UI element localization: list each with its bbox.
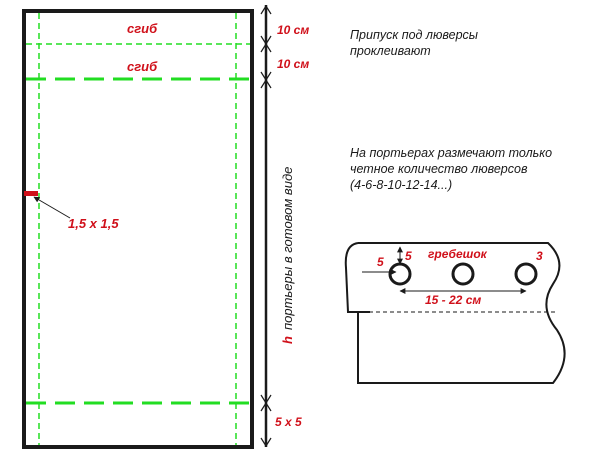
- note-even-line1: На портьерах размечают только: [350, 146, 552, 160]
- dim-label-bottom: 5 х 5: [275, 415, 302, 429]
- corner-pointer-line: [33, 196, 71, 219]
- note-allowance-line2: проклеивают: [350, 44, 431, 58]
- detail-dim-5-horizontal: 5: [377, 255, 384, 269]
- height-letter: h: [280, 336, 295, 344]
- detail-fabric-outline: [357, 242, 566, 384]
- detail-folded-edge: [344, 242, 370, 313]
- grommet-detail: 5 5 гребешок 3 15 - 22 см: [344, 242, 566, 384]
- height-caption: h портьеры в готовом виде: [280, 167, 295, 344]
- note-allowance-line1: Припуск под люверсы: [350, 28, 478, 42]
- height-caption-group: h портьеры в готовом виде: [280, 167, 295, 344]
- dim-label-top-2: 10 см: [277, 57, 309, 71]
- dimension-ticks: [260, 4, 272, 448]
- detail-spacing-label: 15 - 22 см: [425, 293, 481, 307]
- curtain-panel-outline: [22, 9, 254, 449]
- fold-label-second: сгиб: [127, 59, 158, 74]
- grommet-3: [514, 262, 538, 286]
- corner-marker: [24, 191, 38, 196]
- height-caption-text: портьеры в готовом виде: [280, 167, 295, 330]
- detail-dim-5-vertical: 5: [405, 249, 412, 263]
- note-even-line2: четное количество люверсов: [350, 162, 528, 176]
- detail-dim-3: 3: [536, 249, 543, 263]
- fold-label-top: сгиб: [127, 21, 158, 36]
- note-even-line3: (4-6-8-10-12-14...): [350, 178, 452, 192]
- detail-comb-label: гребешок: [428, 247, 488, 261]
- grommet-1: [388, 262, 412, 286]
- corner-size-label: 1,5 х 1,5: [68, 216, 119, 231]
- dim-label-top-1: 10 см: [277, 23, 309, 37]
- grommet-2: [451, 262, 475, 286]
